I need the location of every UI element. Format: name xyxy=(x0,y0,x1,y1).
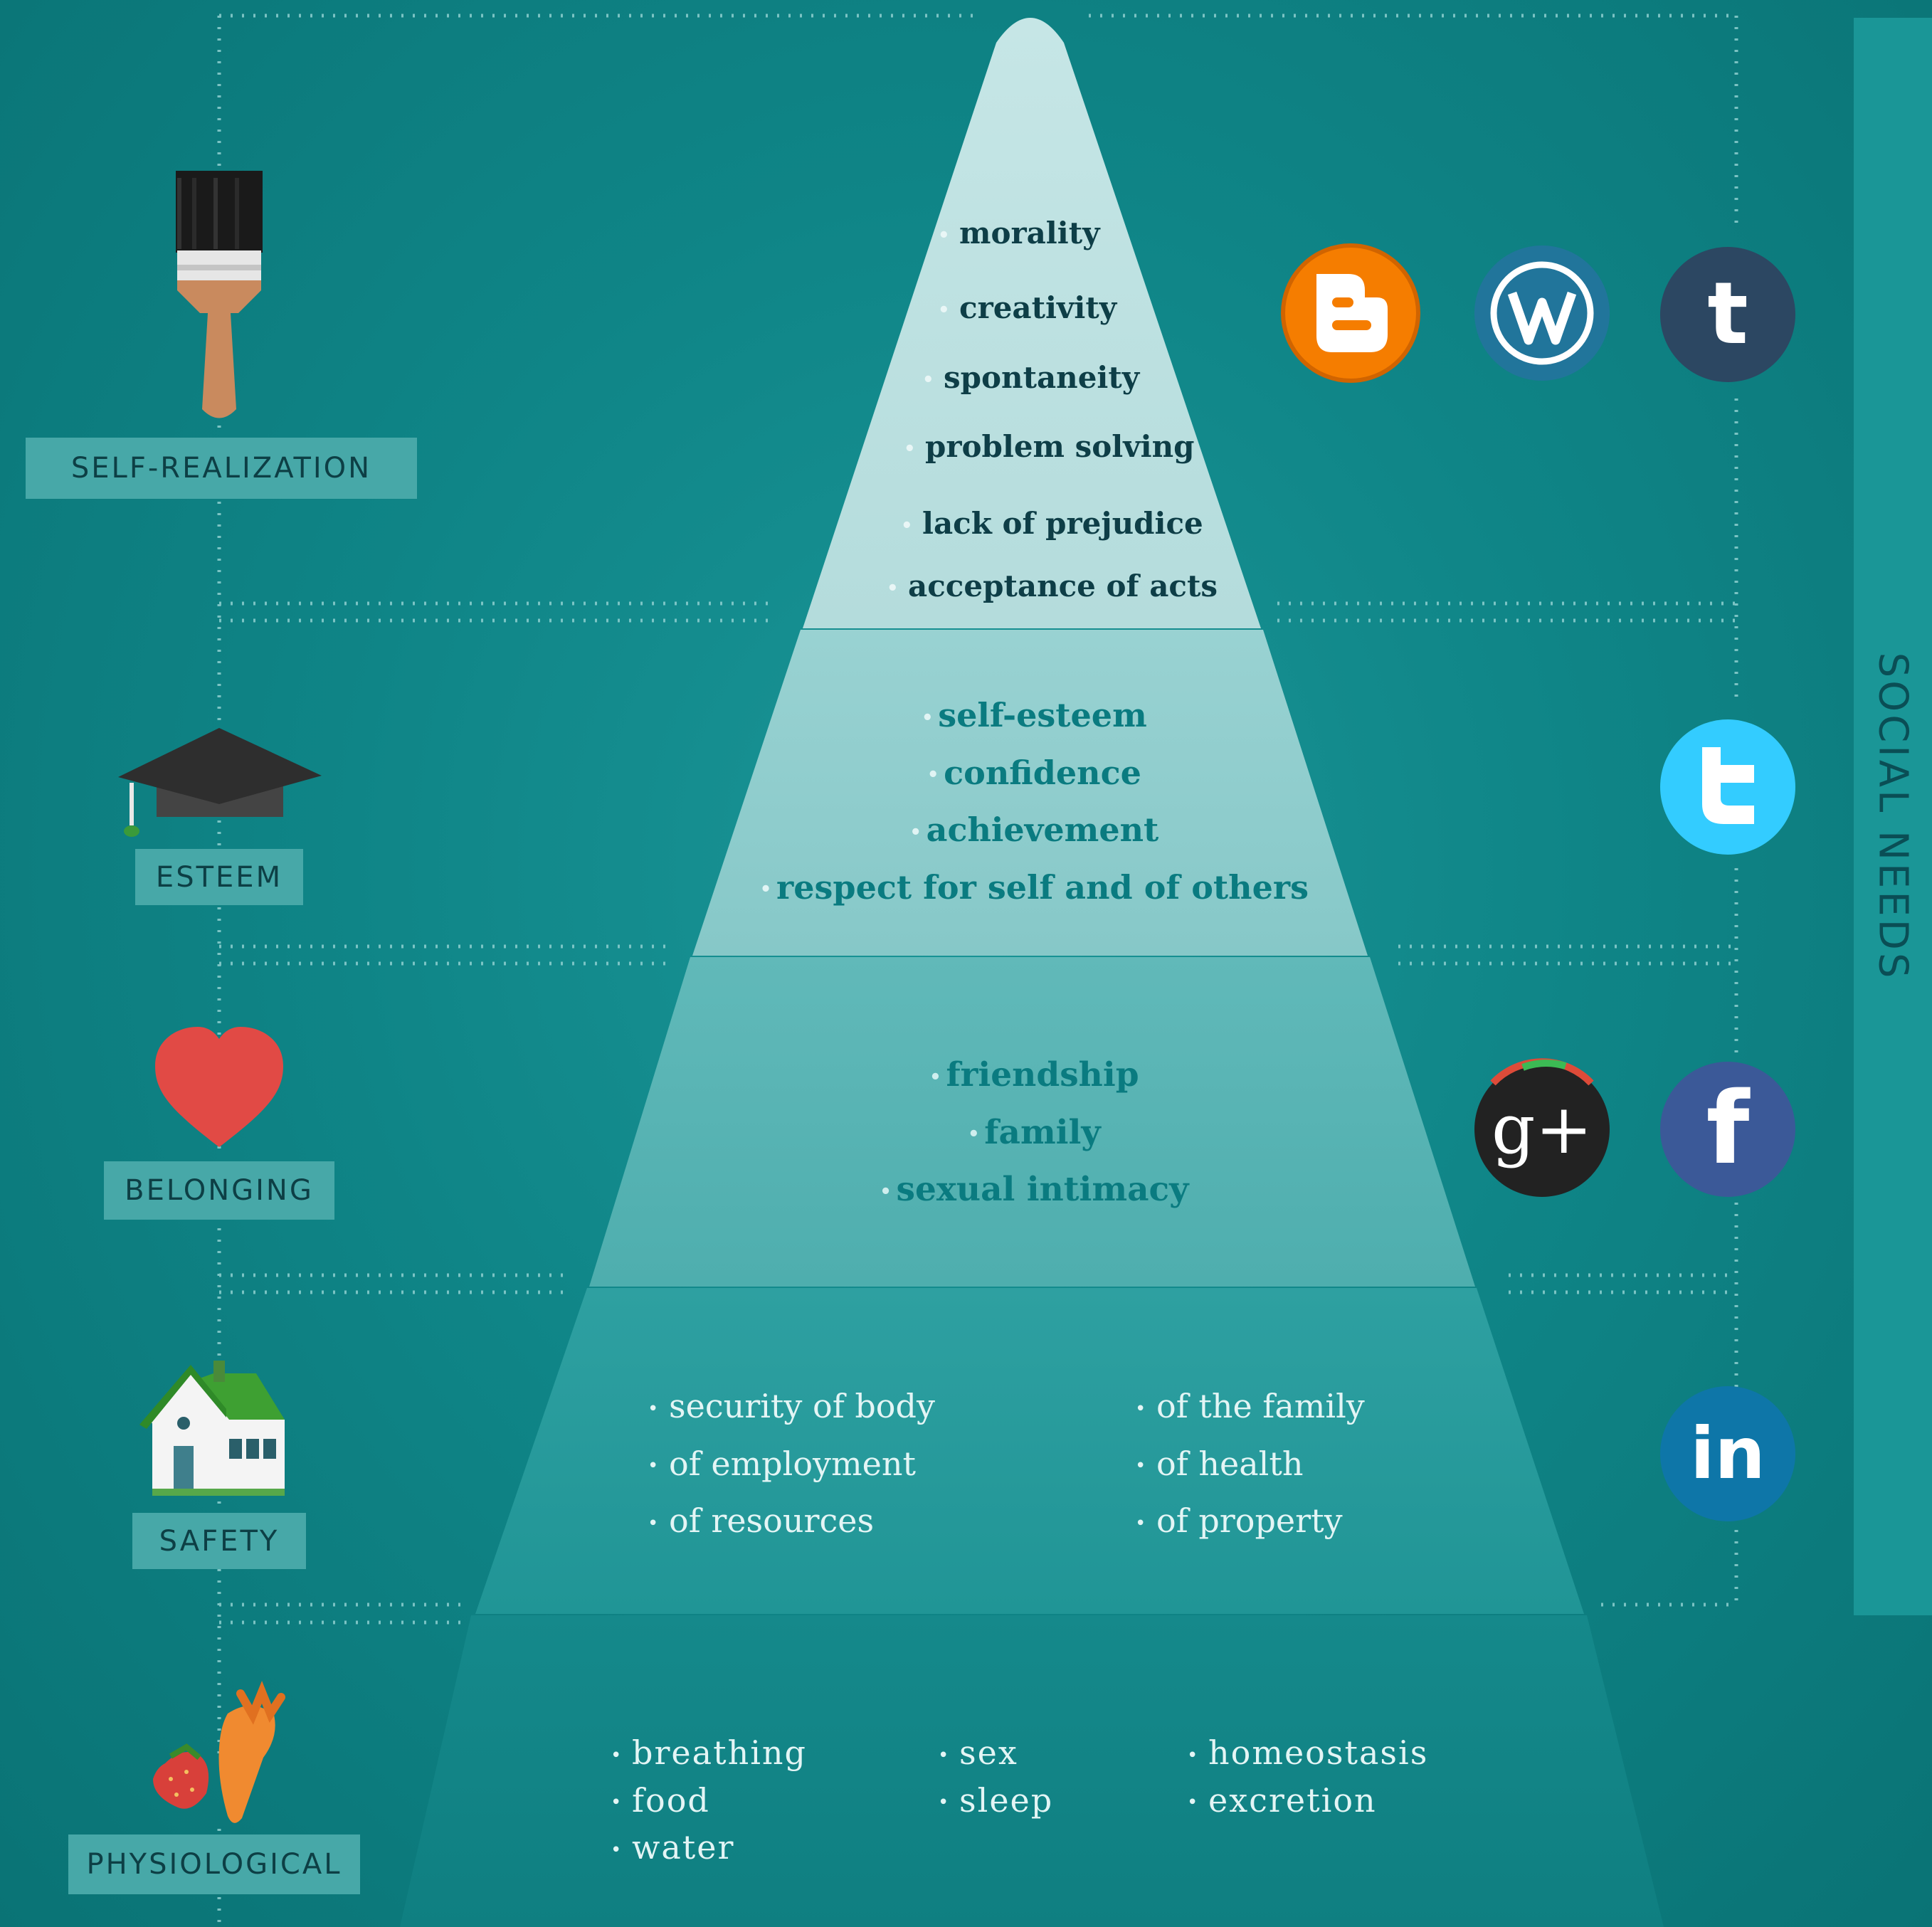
physiological-items-col3: homeostasis excretion xyxy=(1187,1731,1428,1825)
label-belonging: BELONGING xyxy=(104,1161,334,1220)
list-item: confidence xyxy=(747,746,1316,803)
facebook-glyph: f xyxy=(1706,1071,1750,1187)
list-item: sex xyxy=(938,1731,1053,1778)
google-plus-icon xyxy=(1474,1058,1610,1197)
list-item: sexual intimacy xyxy=(783,1162,1281,1220)
house-icon xyxy=(139,1361,285,1496)
list-item: of resources xyxy=(648,1494,935,1551)
social-needs-band xyxy=(1854,18,1932,1615)
facebook-icon xyxy=(1660,1062,1795,1197)
list-item: homeostasis xyxy=(1187,1731,1428,1778)
list-item: acceptance of acts xyxy=(887,569,1218,603)
list-item: breathing xyxy=(611,1731,807,1778)
social-needs-text: SOCIAL NEEDS xyxy=(1869,652,1916,981)
social-needs-label: SOCIAL NEEDS xyxy=(1854,18,1932,1615)
list-item: morality xyxy=(938,216,1100,250)
label-self-realization: SELF-REALIZATION xyxy=(26,438,417,499)
heart-icon xyxy=(155,1027,283,1147)
list-item: of health xyxy=(1135,1437,1365,1494)
list-item: friendship xyxy=(783,1047,1281,1105)
safety-items-right: of the family of health of property xyxy=(1135,1379,1365,1551)
list-item: of property xyxy=(1135,1494,1365,1551)
list-item: security of body xyxy=(648,1379,935,1437)
list-item: of employment xyxy=(648,1437,935,1494)
label-safety: SAFETY xyxy=(132,1513,306,1569)
linkedin-icon xyxy=(1660,1386,1795,1521)
food-icon xyxy=(153,1680,285,1823)
list-item: family xyxy=(783,1105,1281,1163)
tumblr-icon xyxy=(1660,247,1795,382)
twitter-icon xyxy=(1660,719,1795,855)
list-item: lack of prejudice xyxy=(901,506,1203,541)
list-item: creativity xyxy=(938,290,1117,325)
list-item: achievement xyxy=(747,803,1316,860)
list-item: self-esteem xyxy=(747,688,1316,746)
list-item: water xyxy=(611,1825,807,1873)
belonging-items: friendship family sexual intimacy xyxy=(783,1047,1281,1220)
physiological-items-col1: breathing food water xyxy=(611,1731,807,1873)
label-esteem: ESTEEM xyxy=(135,849,303,905)
list-item: of the family xyxy=(1135,1379,1365,1437)
tier-safety xyxy=(475,1288,1584,1614)
tumblr-glyph: t xyxy=(1707,265,1748,364)
list-item: food xyxy=(611,1778,807,1826)
label-physiological: PHYSIOLOGICAL xyxy=(68,1834,360,1894)
list-item: problem solving xyxy=(904,429,1195,464)
blogger-icon xyxy=(1281,243,1420,383)
esteem-items: self-esteem confidence achievement respe… xyxy=(747,688,1316,917)
linkedin-glyph: in xyxy=(1690,1412,1765,1495)
safety-items-left: security of body of employment of resour… xyxy=(648,1379,935,1551)
graduation-cap-icon xyxy=(118,728,322,837)
list-item: sleep xyxy=(938,1778,1053,1826)
physiological-items-col2: sex sleep xyxy=(938,1731,1053,1825)
list-item: spontaneity xyxy=(922,360,1139,395)
list-item: respect for self and of others xyxy=(747,860,1316,918)
list-item: excretion xyxy=(1187,1778,1428,1826)
paint-brush-icon xyxy=(176,171,263,418)
dotted-guides xyxy=(217,14,1738,1927)
google-plus-glyph: g+ xyxy=(1492,1089,1593,1169)
wordpress-icon xyxy=(1474,246,1610,381)
